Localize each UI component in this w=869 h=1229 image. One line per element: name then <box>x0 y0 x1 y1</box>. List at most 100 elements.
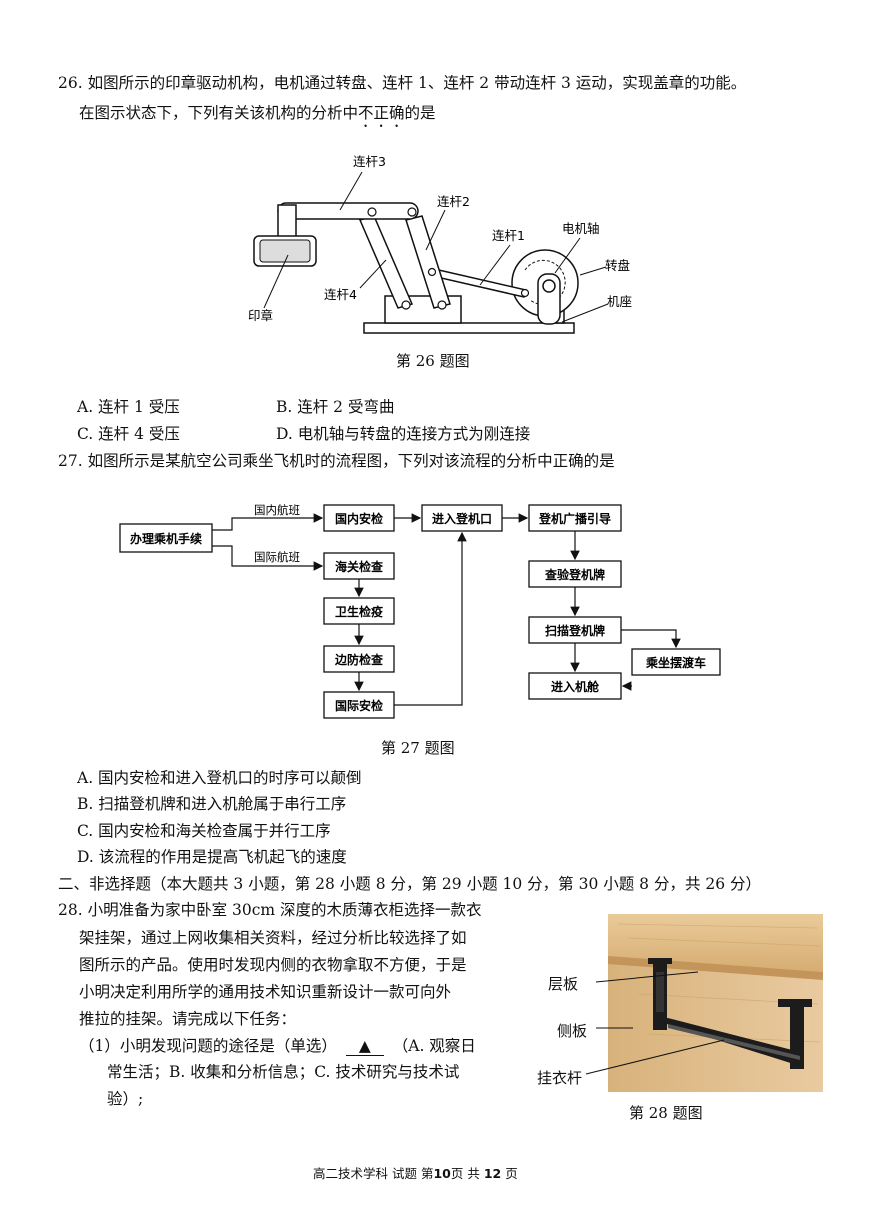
leader <box>561 303 609 323</box>
text-health: 卫生检疫 <box>335 604 383 619</box>
pin <box>367 207 377 217</box>
answer-blank[interactable]: ▲ <box>345 1038 384 1056</box>
q27-figure-caption: 第 27 题图 <box>381 739 455 757</box>
q26-option-a: A. 连杆 1 受压 <box>77 398 180 416</box>
q27-option-a: A. 国内安检和进入登机口的时序可以颠倒 <box>77 769 362 787</box>
box-cabin <box>528 672 622 700</box>
bracket-plate <box>778 999 812 1007</box>
box-check-pass <box>528 560 622 588</box>
footer-mid: 页 共 <box>450 1166 484 1181</box>
label-link4: 连杆4 <box>324 287 357 302</box>
q26-option-b: B. 连杆 2 受弯曲 <box>276 398 395 416</box>
text-checkin: 办理乘机手续 <box>130 531 202 546</box>
pin <box>427 267 437 277</box>
q28-sub1-line1: （1）小明发现问题的途径是（单选） ▲ （A. 观察日 <box>79 1037 476 1056</box>
box-health <box>323 597 395 625</box>
q26-stem-emphasis: 不正确 <box>358 104 405 122</box>
label-domestic-flight: 国内航班 <box>254 503 300 517</box>
q28-line1: 28. 小明准备为家中卧室 30cm 深度的木质薄衣柜选择一款衣 <box>58 901 482 919</box>
text-cabin: 进入机舱 <box>551 679 600 694</box>
text-customs: 海关检查 <box>335 559 384 574</box>
text-border: 边防检查 <box>334 652 384 667</box>
left-post-slot <box>656 972 664 1012</box>
leader <box>479 244 511 286</box>
q26-stem-line1: 26. 如图所示的印章驱动机构，电机通过转盘、连杆 1、连杆 2 带动连杆 3 … <box>58 74 747 92</box>
footer-page: 10 <box>433 1166 451 1181</box>
leader <box>339 171 363 211</box>
section2-heading: 二、非选择题（本大题共 3 小题，第 28 小题 8 分，第 29 小题 10 … <box>58 875 762 893</box>
footer-pre: 高二技术学科 试题 第 <box>313 1166 434 1181</box>
label-side-panel: 侧板 <box>557 1022 588 1040</box>
label-base: 机座 <box>607 294 632 309</box>
leader <box>579 266 607 276</box>
box-customs <box>323 552 395 580</box>
q28-line4: 小明决定利用所学的通用技术知识重新设计一款可向外 <box>79 983 452 1001</box>
footer-post: 页 <box>501 1166 518 1181</box>
q28-line5: 推拉的挂架。请完成以下任务： <box>79 1010 297 1028</box>
link4-shape <box>358 215 414 309</box>
leader <box>585 1039 725 1075</box>
grain <box>617 923 819 929</box>
box-broadcast <box>528 504 622 532</box>
rod-highlight <box>668 1024 800 1060</box>
q26-option-d: D. 电机轴与转盘的连接方式为刚连接 <box>276 425 531 443</box>
pin <box>401 300 411 310</box>
leader <box>425 209 446 251</box>
leader <box>359 259 387 289</box>
q28-figure-caption: 第 28 题图 <box>629 1104 703 1122</box>
q26-stem-pre: 在图示状态下，下列有关该机构的分析中 <box>79 104 359 122</box>
box-border <box>323 645 395 673</box>
q28-sub1-post: （A. 观察日 <box>392 1037 476 1055</box>
leader <box>263 254 289 309</box>
box-checkin <box>119 523 213 553</box>
footer-total: 12 <box>483 1166 502 1181</box>
box-shuttle <box>631 648 721 676</box>
link2-shape <box>405 215 451 309</box>
pin <box>407 207 417 217</box>
edge <box>621 629 681 649</box>
q27-option-d: D. 该流程的作用是提高飞机起飞的速度 <box>77 848 347 866</box>
q26-mechanism-figure: 连杆3 连杆2 连杆1 电机轴 转盘 机座 连杆4 印章 <box>248 154 632 334</box>
leader <box>595 971 699 983</box>
q28-line2: 架挂架，通过上网收集相关资料，经过分析比较选择了如 <box>79 929 467 947</box>
edge <box>394 531 467 706</box>
leader <box>554 237 581 274</box>
pin <box>437 300 447 310</box>
label-link1: 连杆1 <box>492 228 525 243</box>
text-intl-security: 国际安检 <box>335 698 383 713</box>
label-stamp: 印章 <box>248 308 273 323</box>
q28-line3: 图所示的产品。使用时发现内侧的衣物拿取不方便，于是 <box>79 956 467 974</box>
base-rail <box>363 322 575 334</box>
edge <box>212 513 324 531</box>
q28-sub1-line2: 常生活；B. 收集和分析信息；C. 技术研究与技术试 <box>107 1063 460 1081</box>
rotation-arrow <box>524 259 566 305</box>
stamp-holder <box>277 204 297 241</box>
shelf-board <box>608 914 823 972</box>
text-shuttle: 乘坐摆渡车 <box>645 655 706 670</box>
link3-shape <box>277 202 419 220</box>
label-disk: 转盘 <box>605 258 630 273</box>
motor-axis-shape <box>542 279 556 293</box>
pin <box>520 288 530 298</box>
bracket-plate <box>648 958 672 964</box>
q28-hanger-figure <box>585 914 823 1092</box>
q26-option-c: C. 连杆 4 受压 <box>77 425 180 443</box>
q27-flowchart: 办理乘机手续 国内安检 进入登机口 登机广播引导 海关检查 查验登机牌 卫生检疫… <box>119 503 721 719</box>
label-link2: 连杆2 <box>437 194 470 209</box>
text-broadcast: 登机广播引导 <box>538 511 611 526</box>
q26-figure-caption: 第 26 题图 <box>396 352 470 370</box>
text-domestic-security: 国内安检 <box>335 511 383 526</box>
edge <box>212 545 324 571</box>
q26-stem-post: 的是 <box>404 104 436 122</box>
label-international-flight: 国际航班 <box>254 550 300 564</box>
q27-stem: 27. 如图所示是某航空公司乘坐飞机时的流程图，下列对该流程的分析中正确的是 <box>58 452 615 470</box>
q27-option-c: C. 国内安检和海关检查属于并行工序 <box>77 822 331 840</box>
label-link3: 连杆3 <box>353 154 386 169</box>
grain <box>627 937 821 947</box>
label-motor-axis: 电机轴 <box>562 221 600 236</box>
q26-stem-line2: 在图示状态下，下列有关该机构的分析中不正确的是 <box>79 104 436 131</box>
text-scan: 扫描登机牌 <box>545 623 605 638</box>
text-check-pass: 查验登机牌 <box>544 567 605 582</box>
label-shelf: 层板 <box>548 975 579 993</box>
q27-option-b: B. 扫描登机牌和进入机舱属于串行工序 <box>77 795 347 813</box>
